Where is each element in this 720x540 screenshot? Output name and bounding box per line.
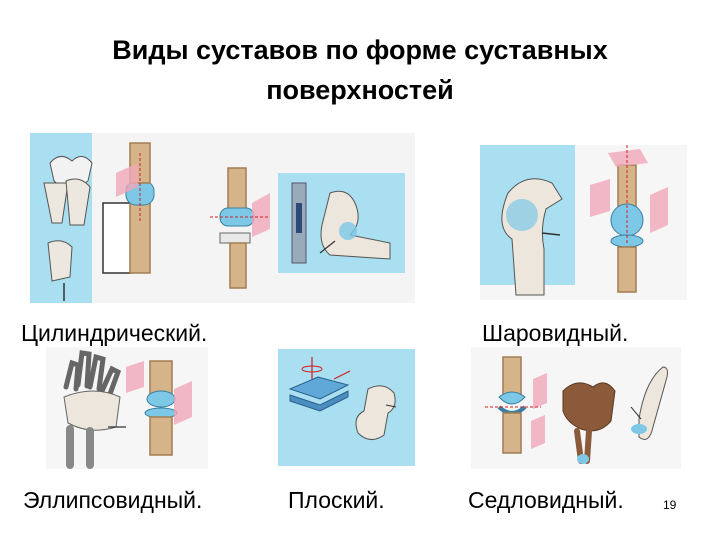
page-number: 19 — [663, 498, 676, 512]
ellipsoid-joint-figure — [46, 347, 208, 469]
title-line-1: Виды суставов по форме суставных — [0, 30, 720, 70]
caption-spherical: Шаровидный. — [482, 320, 628, 347]
title-line-2: поверхностей — [0, 70, 720, 110]
caption-flat: Плоский. — [288, 487, 385, 514]
spherical-joint-figure — [480, 145, 687, 300]
slide-title: Виды суставов по форме суставных поверхн… — [0, 30, 720, 110]
caption-cylindrical: Цилиндрический. — [21, 320, 207, 347]
caption-ellipsoid: Эллипсовидный. — [23, 487, 202, 514]
saddle-joint-figure — [471, 347, 681, 469]
caption-saddle: Седловидный. — [468, 487, 624, 514]
cylindrical-joint-figure — [30, 133, 415, 303]
flat-joint-figure — [278, 349, 415, 466]
